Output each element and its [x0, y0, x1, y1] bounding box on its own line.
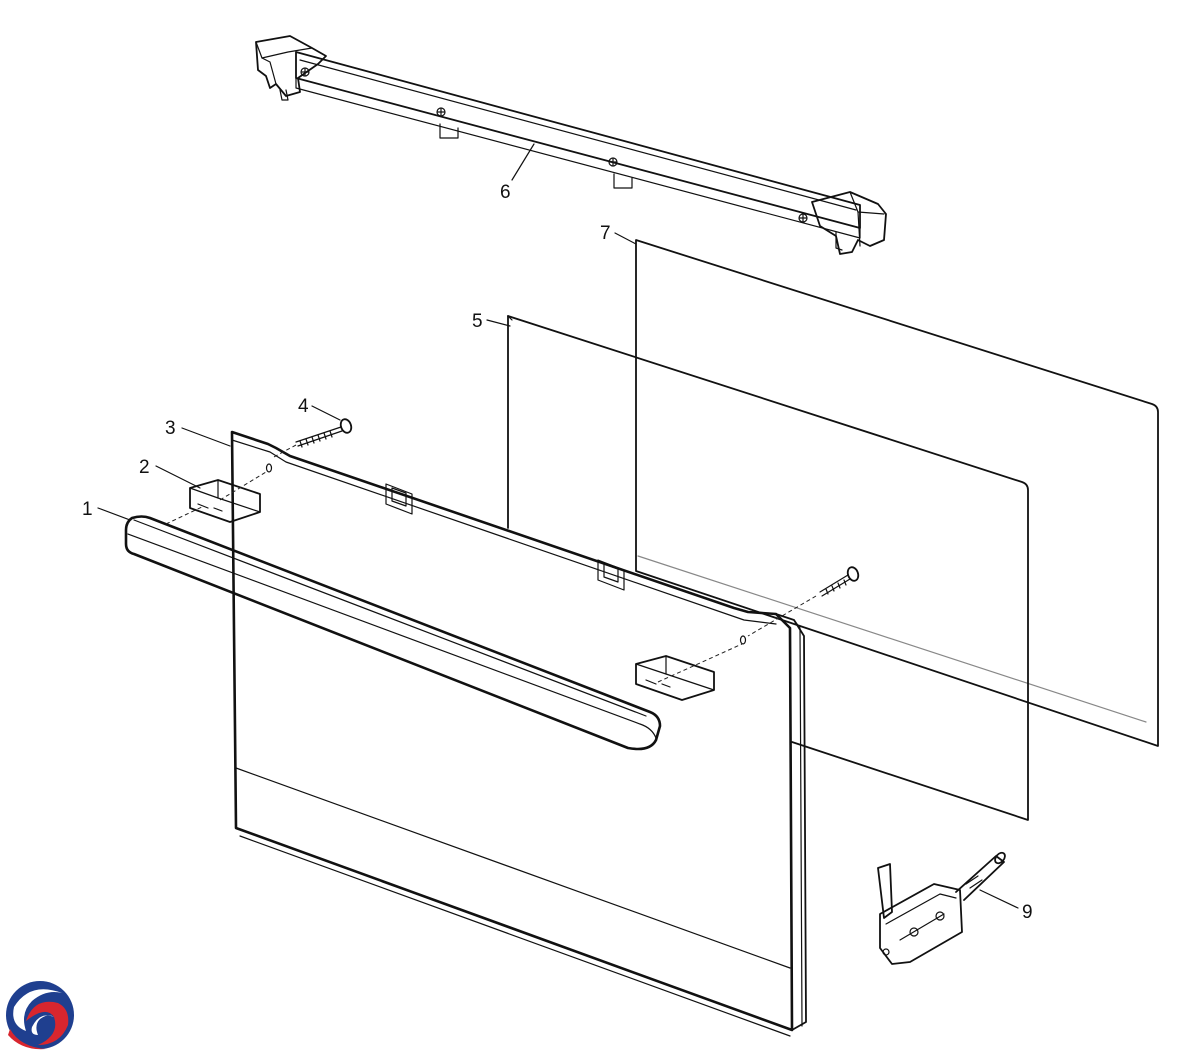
- callout-5: 5: [472, 311, 483, 332]
- callout-3: 3: [165, 418, 176, 439]
- top-trim-part[interactable]: [255, 35, 887, 255]
- door-hinge-part[interactable]: [877, 851, 1007, 965]
- callout-9: 9: [1022, 902, 1033, 923]
- handle-end-cap-part[interactable]: [189, 479, 261, 523]
- screw-part[interactable]: [295, 418, 353, 448]
- callout-2: 2: [139, 457, 150, 478]
- callout-1: 1: [82, 499, 93, 520]
- callout-4: 4: [298, 396, 309, 417]
- assembly-guide-lines: [165, 444, 817, 683]
- callout-7: 7: [600, 223, 611, 244]
- outer-door-panel-part[interactable]: [230, 430, 807, 1037]
- leader-lines: [97, 143, 1019, 909]
- inner-glass-part[interactable]: [507, 315, 1029, 821]
- door-handle-part[interactable]: [124, 515, 662, 751]
- callout-6: 6: [500, 182, 511, 203]
- rear-glass-part[interactable]: [635, 239, 1159, 747]
- handle-end-cap-part-right[interactable]: [635, 655, 715, 701]
- screw-part-right[interactable]: [819, 566, 860, 597]
- brand-logo: [6, 981, 74, 1050]
